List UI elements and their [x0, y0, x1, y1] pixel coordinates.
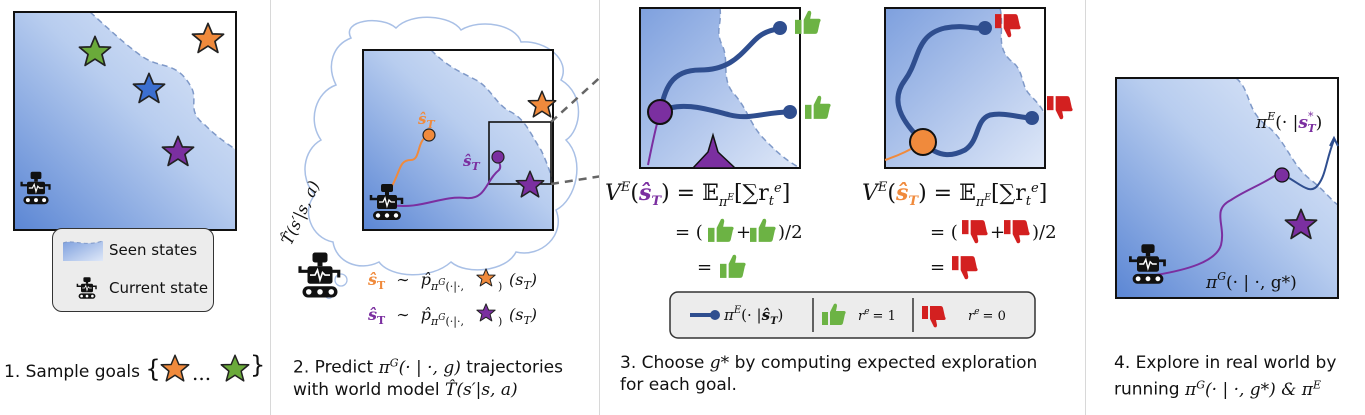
thumb-up-icon	[805, 95, 831, 119]
dist-line-purple: ŝT ∼ p̂πG(·|·,	[367, 305, 464, 329]
svg-text:(sT): (sT)	[509, 305, 537, 327]
legend-r1: re= 1	[858, 307, 896, 324]
panel-choose-goal: VE(ŝT) = 𝔼πE[∑rte] = ( + )/2 = VE(ŝT) = …	[600, 0, 1085, 415]
dist-star-purple	[476, 303, 496, 322]
panel-predict-trajectories: ŝT ŝT T̂(s′|s, a) ŝT ∼ p̂πG(·|·, ) (sT) …	[271, 0, 599, 415]
thumb-down-icon	[1047, 96, 1073, 120]
value-eq-left: VE(ŝT) = 𝔼πE[∑rte]	[605, 180, 790, 210]
policy-G-trajectory	[1155, 174, 1277, 276]
panel3-legend	[669, 291, 1036, 339]
legend-policy: πE(· |ŝT)	[723, 305, 783, 327]
panel-sample-goals: Seen states Current state 1. Sample goal…	[0, 0, 270, 415]
panel3-caption: 3. Choose g* by computing expected explo…	[620, 353, 1038, 395]
shat-orange-label: ŝT	[418, 110, 435, 131]
shat-purple-label: ŝT	[463, 152, 480, 173]
thumb-up-icon	[750, 218, 776, 242]
policy-E-label: πE(· |s*T)	[1255, 110, 1322, 135]
panel4-caption: 4. Explore in real world by running πG(·…	[1114, 353, 1337, 400]
seen-states-region	[14, 12, 236, 230]
separator-3	[1085, 0, 1086, 415]
svg-text:+: +	[990, 222, 1005, 243]
caption-text: 1. Sample goals	[4, 362, 140, 382]
panel1-legend: Seen states Current state	[52, 228, 214, 312]
policy-E-trajectory	[1288, 139, 1335, 191]
policy-G-label: πG(· | ·, g*)	[1205, 270, 1297, 293]
panel2-diagram: ŝT ŝT T̂(s′|s, a) ŝT ∼ p̂πG(·|·, ) (sT) …	[277, 16, 599, 329]
separator-2	[599, 0, 600, 415]
thumb-down-icon	[952, 256, 978, 280]
dist-line-orange: ŝT ∼ p̂πG(·|·,	[367, 270, 464, 294]
value-eq-right: VE(ŝT) = 𝔼πE[∑rte]	[862, 180, 1047, 210]
caption-brace-close: }	[250, 351, 266, 379]
caption-ellipsis: ...	[192, 361, 211, 385]
svg-text:): )	[498, 280, 502, 293]
dist-star-orange	[476, 268, 496, 287]
panel1-caption: 1. Sample goals {	[4, 355, 161, 383]
panel2-caption: 2. Predict πG(· | ·, g) trajectories wit…	[293, 356, 563, 400]
thumb-down-icon	[1004, 220, 1030, 244]
panel4-map: πE(· |s*T) πG(· | ·, g*)	[1115, 77, 1339, 299]
orange-trajectory	[390, 134, 430, 189]
panel1-map	[13, 11, 237, 231]
caption-brace-open: {	[145, 355, 161, 383]
svg-text:)/2: )/2	[778, 222, 803, 243]
thumb-down-icon	[962, 220, 988, 244]
svg-text:(sT): (sT)	[509, 270, 537, 292]
world-model-robot-icon	[298, 250, 341, 300]
svg-text:): )	[498, 315, 502, 328]
svg-text:)/2: )/2	[1032, 222, 1057, 243]
svg-text:+: +	[736, 222, 751, 243]
thumb-up-icon	[708, 218, 734, 242]
svg-text:=: =	[930, 257, 945, 278]
seen-states-swatch	[63, 240, 103, 261]
svg-text:= (: = (	[675, 222, 703, 243]
caption-goal-stars: ...	[160, 354, 250, 385]
panel-explore: πE(· |s*T) πG(· | ·, g*) 4. Explore in r…	[1086, 0, 1365, 415]
thumb-up-icon	[720, 254, 746, 278]
legend-current-label: Current state	[109, 279, 209, 297]
svg-text:=: =	[697, 257, 712, 278]
legend-seen-label: Seen states	[109, 241, 198, 259]
separator-1	[270, 0, 271, 415]
panel3-diagram: VE(ŝT) = 𝔼πE[∑rte] = ( + )/2 = VE(ŝT) = …	[605, 7, 1073, 339]
current-state-robot-icon	[76, 276, 97, 300]
legend-r0: re= 0	[968, 307, 1006, 324]
svg-text:= (: = (	[930, 222, 958, 243]
